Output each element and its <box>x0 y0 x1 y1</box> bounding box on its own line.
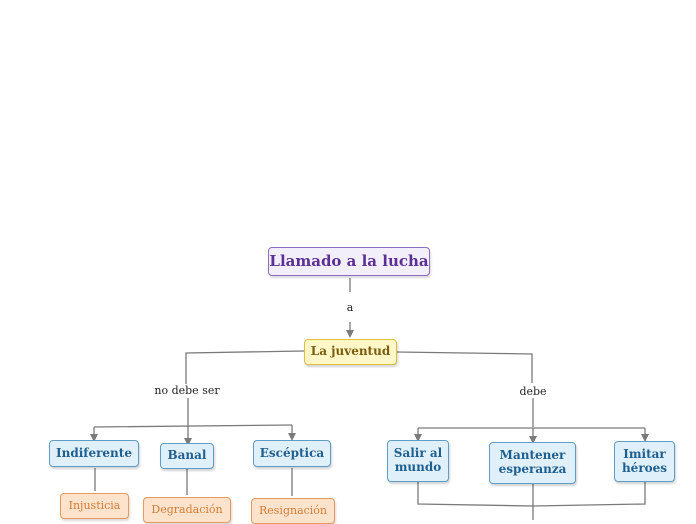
link-label-a: a <box>344 301 356 314</box>
topic-esceptica[interactable]: Escéptica <box>253 440 331 467</box>
edge-left-children <box>93 398 293 428</box>
edge-focus-left <box>185 350 305 384</box>
link-label-debe: debe <box>517 385 549 398</box>
topic-imitar-line-1: Imitar <box>623 446 666 461</box>
topic-salir-line-1: Salir al <box>393 446 443 461</box>
topic-imitar-heroes[interactable]: Imitar héroes <box>614 441 675 482</box>
edge-right-bottom <box>417 482 646 520</box>
root-topic[interactable]: Llamado a la lucha <box>268 247 430 276</box>
topic-injusticia[interactable]: Injusticia <box>60 493 129 519</box>
edge-right-children <box>418 398 645 429</box>
topic-mantener-line-1: Mantener <box>499 448 566 463</box>
topic-degradacion[interactable]: Degradación <box>143 497 231 523</box>
topic-imitar-line-2: héroes <box>621 460 668 475</box>
topic-salir-line-2: mundo <box>394 460 442 474</box>
topic-mantener-line-2: esperanza <box>498 462 567 476</box>
topic-banal[interactable]: Banal <box>160 443 214 469</box>
topic-indiferente[interactable]: Indiferente <box>49 440 139 467</box>
link-label-no-debe-ser: no debe ser <box>152 384 222 397</box>
topic-salir-al-mundo[interactable]: Salir al mundo <box>387 440 449 482</box>
edge-focus-right <box>396 351 533 383</box>
topic-mantener-esperanza[interactable]: Mantener esperanza <box>489 442 576 484</box>
topic-resignacion[interactable]: Resignación <box>251 498 335 524</box>
central-topic[interactable]: La juventud <box>304 339 397 365</box>
